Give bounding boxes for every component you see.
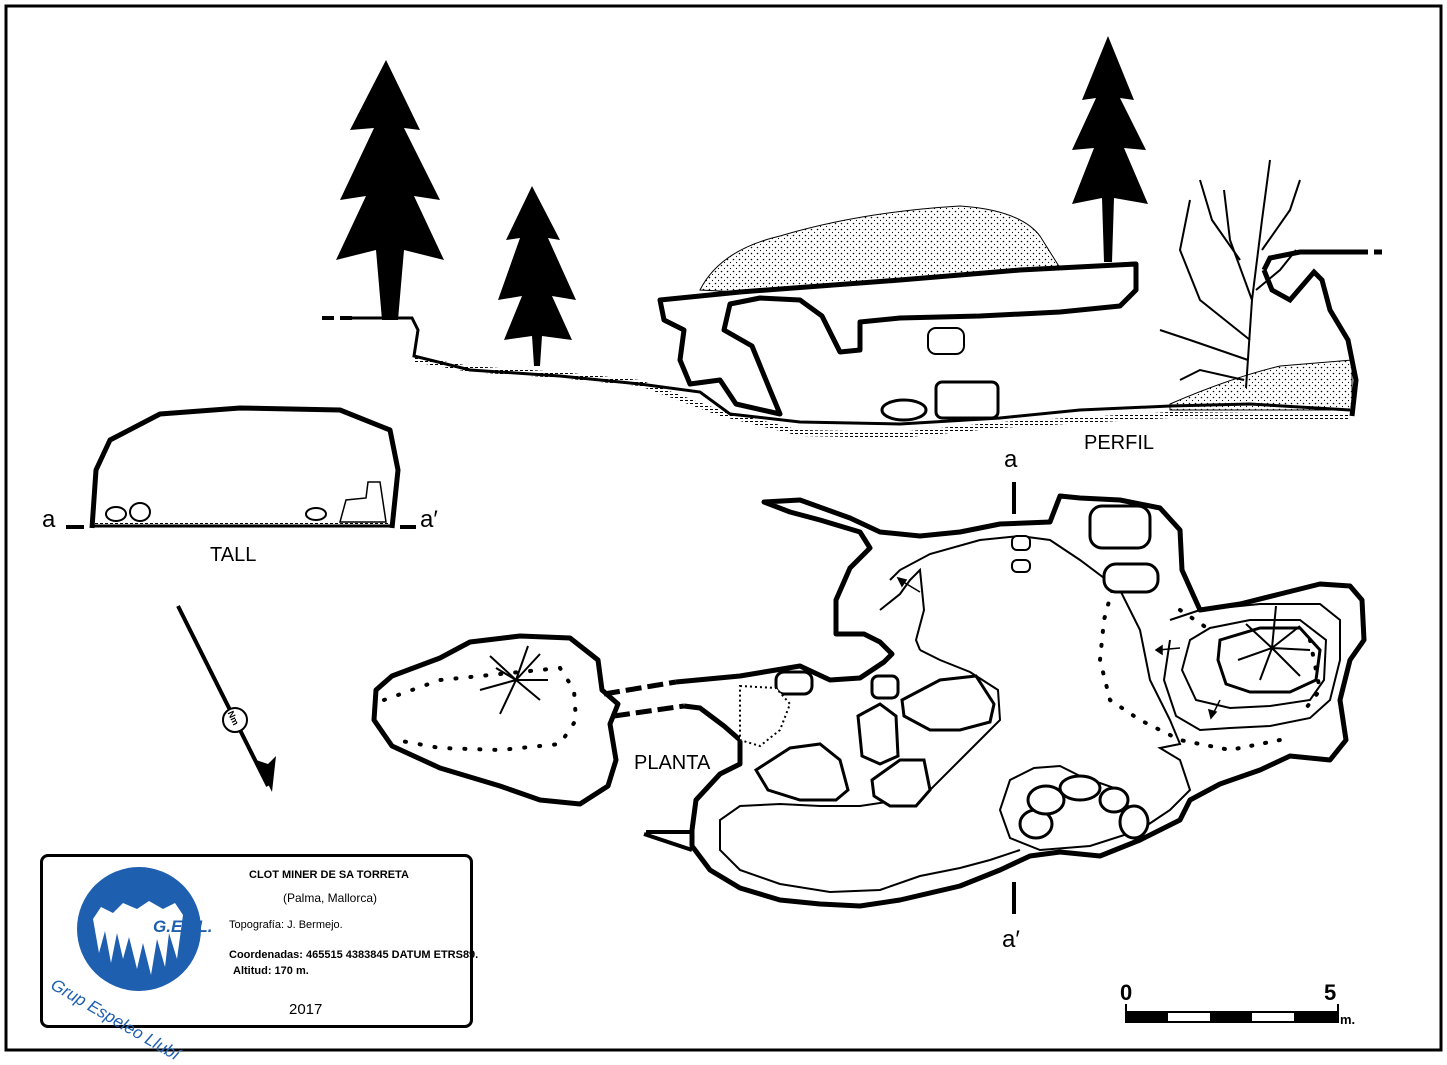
tree-icon [1072, 36, 1148, 262]
gell-logo [77, 867, 201, 991]
marker-a-prime-cross-section: a′ [420, 506, 438, 533]
cross-section [66, 405, 416, 529]
plan-label: PLANTA [634, 752, 711, 774]
shrub-icon [1159, 159, 1301, 389]
coordinates: Coordenadas: 465515 4383845 DATUM ETRS89… [229, 949, 479, 961]
scale-bar [1125, 1004, 1339, 1023]
flow-arrow-icon [896, 576, 1221, 720]
marker-a-cross-section: a [42, 506, 56, 533]
tree-icon [336, 60, 444, 320]
plan-section [371, 482, 1367, 914]
profile-section [322, 36, 1382, 438]
cave-title: CLOT MINER DE SA TORRETA [249, 869, 409, 881]
scale-unit: m. [1340, 1012, 1356, 1027]
scale-start: 0 [1120, 980, 1133, 1005]
scale-end: 5 [1324, 980, 1337, 1005]
marker-a-prime-plan: a′ [1002, 926, 1020, 953]
profile-label: PERFIL [1084, 432, 1155, 454]
altitude: Altitud: 170 m. [233, 965, 309, 977]
shrub-plan-icon [479, 605, 1311, 715]
survey-year: 2017 [289, 1001, 323, 1018]
cave-location: (Palma, Mallorca) [283, 891, 378, 905]
page-border [4, 4, 1443, 1052]
survey-credit: Topografía: J. Bermejo. [229, 919, 343, 931]
title-block: G.E.LL. Grup Espeleo Llubí CLOT MINER DE… [40, 854, 478, 1064]
marker-a-plan: a [1004, 446, 1018, 473]
logo-abbreviation: G.E.LL. [153, 917, 213, 936]
north-arrow-icon [176, 605, 276, 792]
tree-icon [498, 186, 576, 366]
cross-section-label: TALL [210, 544, 257, 566]
